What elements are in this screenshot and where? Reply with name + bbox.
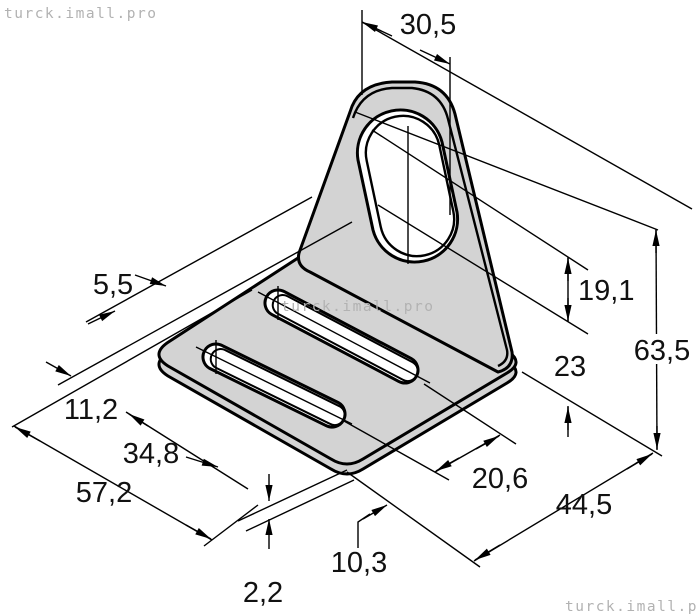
dimension-63-5: 63,5	[630, 228, 696, 451]
slot-upper	[257, 286, 431, 385]
dimension-10-3: 10,3	[331, 504, 388, 579]
slot-lower-centerline	[195, 346, 353, 425]
dim-label-57-2: 57,2	[76, 477, 132, 509]
dim-label-2-2: 2,2	[243, 577, 283, 609]
dim-label-23: 23	[554, 351, 586, 383]
dimension-5-5: 5,5	[87, 269, 167, 325]
label-mask	[630, 334, 696, 364]
dim-label-44-5: 44,5	[556, 489, 612, 521]
dim-label-10-3: 10,3	[331, 547, 387, 579]
base-plate-top-face	[157, 256, 518, 466]
dimension-44-5: 44,5	[473, 452, 654, 562]
dimension-19-1: 19,1	[564, 257, 634, 322]
dim-label-30-5: 30,5	[400, 9, 456, 41]
bracket-part	[157, 80, 518, 476]
dim-label-5-5: 5,5	[93, 269, 133, 301]
dim-label-11-2: 11,2	[64, 394, 118, 426]
upright-hole	[355, 108, 460, 264]
dimension-34-8: 34,8	[123, 438, 219, 470]
dim-label-19-1: 19,1	[578, 275, 634, 307]
dim-label-20-6: 20,6	[472, 463, 528, 495]
watermark-center: turck.imall.pro	[281, 299, 434, 315]
dimension-30-5: 30,5	[361, 9, 456, 65]
dimension-23: 23	[554, 351, 586, 437]
extension-lines	[11, 10, 693, 568]
slot-upper-centerline	[257, 291, 431, 384]
watermark-top-left: turck.imall.pro	[4, 6, 157, 22]
dimension-11-2: 11,2	[45, 361, 149, 427]
dimension-20-6: 20,6	[434, 434, 528, 495]
dimension-2-2: 2,2	[243, 474, 283, 609]
dimension-57-2: 57,2	[13, 425, 213, 541]
watermark-bottom-right: turck.imall.pro	[565, 599, 700, 615]
dim-label-34-8: 34,8	[123, 438, 179, 470]
upright-thickness-edge	[351, 86, 509, 368]
dim-label-63-5: 63,5	[634, 335, 690, 367]
slot-lower	[195, 340, 353, 429]
